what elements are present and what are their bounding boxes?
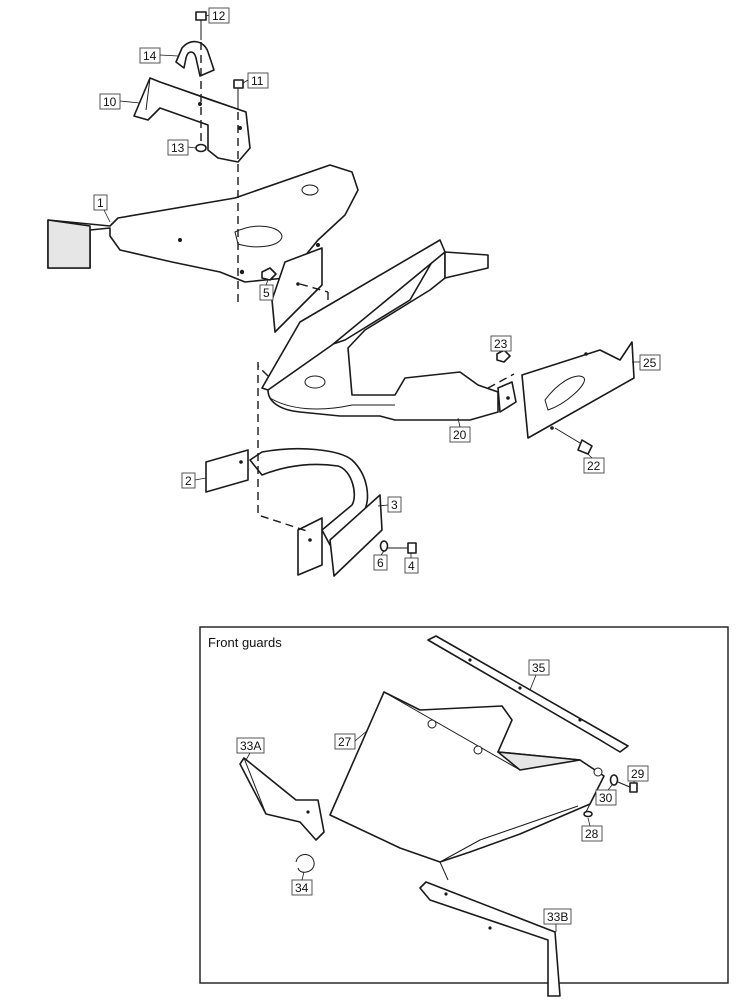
svg-text:14: 14 [143,49,157,63]
callout-28: 28 [581,817,603,842]
svg-text:3: 3 [391,498,398,512]
callout-20: 20 [449,417,471,443]
washer-13 [195,143,207,153]
svg-text:29: 29 [631,767,645,781]
part-1-main-plate [47,164,359,333]
part-14-clamp [175,40,215,77]
svg-text:5: 5 [263,286,270,300]
svg-text:20: 20 [453,428,467,442]
callout-5: 5 [259,279,274,301]
nut-5 [261,267,277,281]
svg-text:6: 6 [377,556,384,570]
callout-3: 3 [377,496,402,513]
callout-30: 30 [595,784,617,806]
bolt-12 [195,11,207,40]
part-33a-bracket [239,757,325,841]
svg-text:33B: 33B [547,910,568,924]
callout-22: 22 [583,453,605,474]
callout-4: 4 [404,553,419,574]
callout-2: 2 [181,472,207,489]
front-guards-frame [199,626,729,984]
bolt-28 [583,803,593,818]
svg-text:11: 11 [251,74,264,88]
callout-23: 23 [490,335,512,353]
callout-34: 34 [291,871,313,896]
callout-13: 13 [167,139,197,156]
part-35-strip [427,635,629,753]
part-10-bracket [133,77,251,163]
bolt-22 [554,427,593,455]
callout-27: 27 [334,729,369,750]
svg-text:27: 27 [338,735,352,749]
callout-12: 12 [205,7,230,24]
svg-text:10: 10 [103,95,117,109]
svg-text:22: 22 [587,459,601,473]
svg-text:12: 12 [212,9,226,23]
bolt-11 [233,79,244,110]
part-33b-bracket [419,881,561,997]
part-34-clip [295,854,315,873]
bolt-29 [617,781,638,793]
callout-25: 25 [632,354,661,371]
callout-1: 1 [93,194,111,223]
washer-30 [609,774,619,786]
part-27-guard [329,691,605,881]
svg-text:4: 4 [408,559,415,573]
svg-text:2: 2 [185,474,192,488]
svg-text:34: 34 [295,881,309,895]
svg-text:13: 13 [171,141,185,155]
callout-33a: 33A [236,737,265,761]
svg-text:35: 35 [532,661,546,675]
nut-23 [496,349,511,363]
callout-29: 29 [627,765,649,783]
part-25-plate [521,341,635,439]
callout-11: 11 [242,72,269,89]
callout-14: 14 [139,47,179,64]
bolt-4 [388,542,417,554]
callout-6: 6 [373,550,388,571]
svg-text:30: 30 [599,791,613,805]
washer-6 [379,540,389,552]
callout-33b: 33B [543,908,572,932]
part-20-frame [261,239,517,421]
svg-text:25: 25 [643,356,657,370]
callout-35: 35 [528,659,550,691]
svg-text:1: 1 [97,196,104,210]
svg-text:28: 28 [585,827,599,841]
part-3-strip [329,494,383,577]
part-2-u-strap [205,447,369,576]
svg-text:33A: 33A [240,739,261,753]
svg-text:23: 23 [494,337,508,351]
front-guards-title: Front guards [208,635,282,650]
callout-10: 10 [99,93,141,110]
